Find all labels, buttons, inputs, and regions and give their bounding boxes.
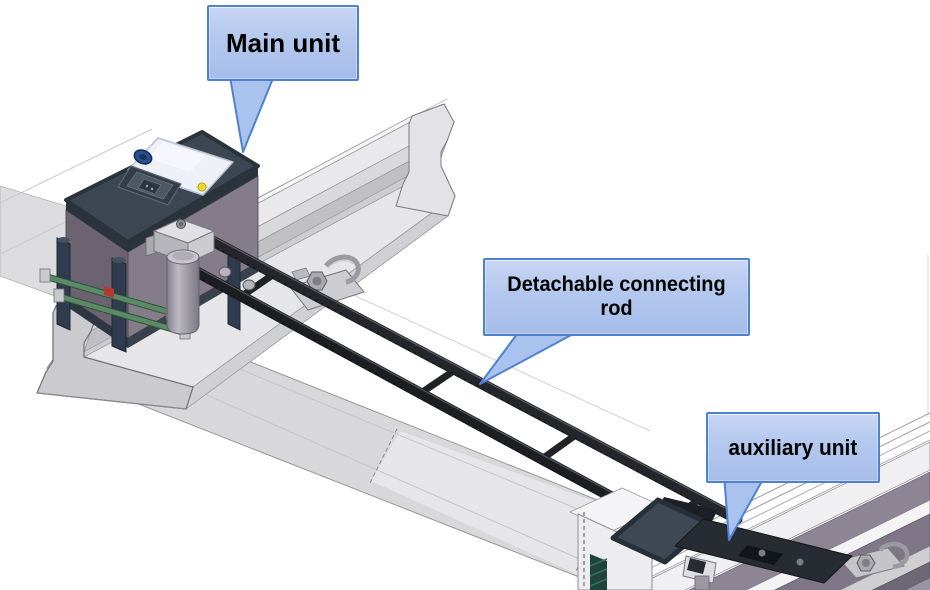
right-rail-base	[905, 578, 930, 590]
yellow-marker	[196, 182, 208, 192]
callout-main-unit-label: Main unit	[225, 27, 341, 58]
rail-far-end-face	[395, 103, 456, 217]
rail-clamp-front	[289, 254, 365, 311]
main-unit-knob	[133, 149, 153, 165]
auxiliary-unit	[569, 487, 853, 590]
rail-clamp-rear	[839, 541, 910, 579]
callout-main-unit: Main unit	[207, 5, 359, 81]
callout-connecting-rod: Detachable connecting rod	[483, 258, 750, 336]
rod-crossbar	[240, 271, 276, 299]
callout-tail-main-unit	[228, 70, 277, 153]
rod-upper-bar	[199, 231, 743, 525]
gauge-bars	[39, 268, 191, 340]
rod-crossbar	[539, 431, 580, 462]
right-rail-foot-highlight	[745, 499, 930, 590]
callout-auxiliary-unit: auxiliary unit	[706, 412, 880, 483]
callout-auxiliary-unit-label: auxiliary unit	[728, 434, 858, 460]
right-rail-base-dark	[872, 561, 930, 590]
main-unit-connector-panel	[117, 165, 182, 206]
main-unit-cylinder	[166, 249, 200, 335]
red-marker	[104, 286, 114, 298]
rod-crossbar	[419, 367, 457, 396]
rod-lug	[218, 266, 232, 278]
aux-unit-link-plate	[657, 497, 718, 523]
callout-tails	[228, 70, 767, 541]
callout-connecting-rod-label: Detachable connecting rod	[507, 273, 726, 320]
rod-lug	[242, 279, 256, 291]
aux-unit-clamp-bolt	[682, 555, 717, 590]
